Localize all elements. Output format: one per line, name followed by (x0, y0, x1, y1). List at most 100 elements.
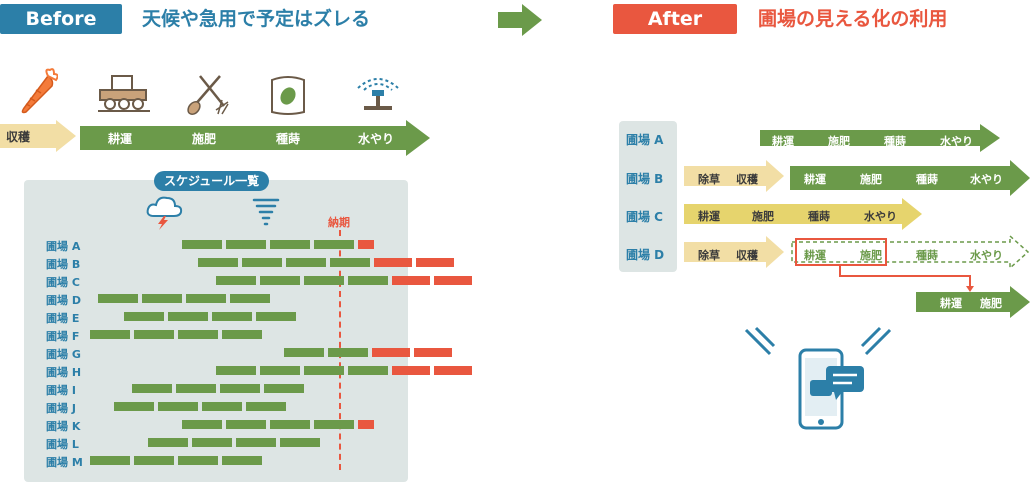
schedule-bar-task (158, 402, 198, 411)
thunder-cloud-icon (146, 196, 183, 230)
schedule-bar-task (314, 420, 354, 429)
field-label-d: 圃場 D (626, 248, 665, 262)
schedule-row-label: 圃場 F (46, 330, 80, 343)
d-pre-1: 収穫 (736, 249, 758, 262)
schedule-bar-task (236, 438, 276, 447)
schedule-row-label: 圃場 K (46, 420, 81, 433)
schedule-bar-overdue (358, 240, 374, 249)
schedule-bar-task (222, 456, 262, 465)
schedule-bar-task (216, 366, 256, 375)
b-step-3: 水やり (970, 173, 1003, 186)
a-step-0: 耕運 (772, 135, 794, 148)
schedule-bar-task (270, 420, 310, 429)
fields-panel (619, 121, 677, 272)
schedule-bar-task (314, 240, 354, 249)
schedule-bar-overdue (392, 276, 430, 285)
schedule-row-label: 圃場 M (46, 456, 83, 469)
schedule-row-label: 圃場 L (46, 438, 79, 451)
schedule-bar-task (222, 330, 262, 339)
schedule-bar-task (124, 312, 164, 321)
schedule-row-label: 圃場 E (46, 312, 80, 325)
schedule-bar-overdue (416, 258, 454, 267)
schedule-bar-task (328, 348, 368, 357)
schedule-bar-task (212, 312, 252, 321)
schedule-bar-task (242, 258, 282, 267)
schedule-row-label: 圃場 C (46, 276, 80, 289)
tornado-icon (252, 198, 280, 226)
c-step-1: 施肥 (752, 210, 774, 223)
schedule-bar-task (90, 330, 130, 339)
schedule-bar-task (176, 384, 216, 393)
field-label-c: 圃場 C (626, 210, 663, 224)
rake-shovel-icon (187, 75, 229, 116)
schedule-row-label: 圃場 B (46, 258, 81, 271)
schedule-bar-overdue (358, 420, 374, 429)
d-pre-0: 除草 (698, 249, 720, 262)
d-step-2: 種蒔 (916, 249, 938, 262)
schedule-row-label: 圃場 H (46, 366, 82, 379)
stage-label-fertilizing: 施肥 (192, 132, 217, 146)
schedule-bar-overdue (372, 348, 410, 357)
after-badge: After (613, 4, 737, 34)
d-step-1: 施肥 (860, 249, 882, 262)
d-step-0: 耕運 (804, 249, 826, 262)
stage-label-sowing: 種蒔 (276, 132, 301, 146)
schedule-bar-task (226, 420, 266, 429)
carrot-icon (21, 68, 58, 114)
deadline-label: 納期 (328, 216, 350, 229)
schedule-bar-overdue (434, 366, 472, 375)
schedule-bar-task (348, 366, 388, 375)
schedule-bar-task (256, 312, 296, 321)
moved-step-0: 耕運 (940, 297, 962, 310)
schedule-bar-task (330, 258, 370, 267)
b-step-2: 種蒔 (916, 173, 938, 186)
before-badge: Before (0, 4, 122, 34)
schedule-bar-task (90, 456, 130, 465)
schedule-bar-task (304, 366, 344, 375)
stage-label-watering: 水やり (358, 132, 395, 146)
schedule-bar-task (98, 294, 138, 303)
schedule-bar-task (186, 294, 226, 303)
schedule-bar-task (286, 258, 326, 267)
c-step-0: 耕運 (698, 210, 720, 223)
schedule-row-label: 圃場 I (46, 384, 76, 397)
schedule-row-label: 圃場 D (46, 294, 81, 307)
d-step-3: 水やり (970, 249, 1003, 262)
schedule-row-label: 圃場 J (46, 402, 76, 415)
schedule-bar-task (168, 312, 208, 321)
schedule-bar-task (202, 402, 242, 411)
fertilizer-bag-icon (271, 76, 305, 115)
after-title: 圃場の見える化の利用 (758, 8, 948, 30)
schedule-bar-task (246, 402, 286, 411)
moved-step-1: 施肥 (980, 297, 1002, 310)
schedule-row-label: 圃場 G (46, 348, 81, 361)
schedule-bar-task (264, 384, 304, 393)
c-step-2: 種蒔 (808, 210, 830, 223)
sprinkler-icon (357, 78, 399, 110)
cultivation-arrow (80, 120, 430, 156)
schedule-bar-task (178, 330, 218, 339)
schedule-bar-task (220, 384, 260, 393)
a-step-1: 施肥 (828, 135, 850, 148)
schedule-bar-task (260, 366, 300, 375)
schedule-bar-task (192, 438, 232, 447)
schedule-bar-task (134, 456, 174, 465)
b-pre-1: 収穫 (736, 173, 758, 186)
schedule-bar-task (182, 420, 222, 429)
stage-label-tilling: 耕運 (108, 132, 133, 146)
a-step-3: 水やり (940, 135, 973, 148)
schedule-bar-task (134, 330, 174, 339)
field-label-b: 圃場 B (626, 172, 664, 186)
harvest-label: 収穫 (6, 130, 31, 144)
schedule-bar-task (260, 276, 300, 285)
schedule-bar-overdue (434, 276, 472, 285)
smartphone-chat-icon (744, 326, 892, 430)
before-title: 天候や急用で予定はズレる (142, 8, 371, 30)
after-timeline (684, 124, 1030, 318)
a-step-2: 種蒔 (884, 135, 906, 148)
schedule-bar-overdue (392, 366, 430, 375)
c-step-3: 水やり (864, 210, 897, 223)
schedule-bar-task (304, 276, 344, 285)
harvest-arrow (0, 120, 76, 152)
b-pre-0: 除草 (698, 173, 720, 186)
